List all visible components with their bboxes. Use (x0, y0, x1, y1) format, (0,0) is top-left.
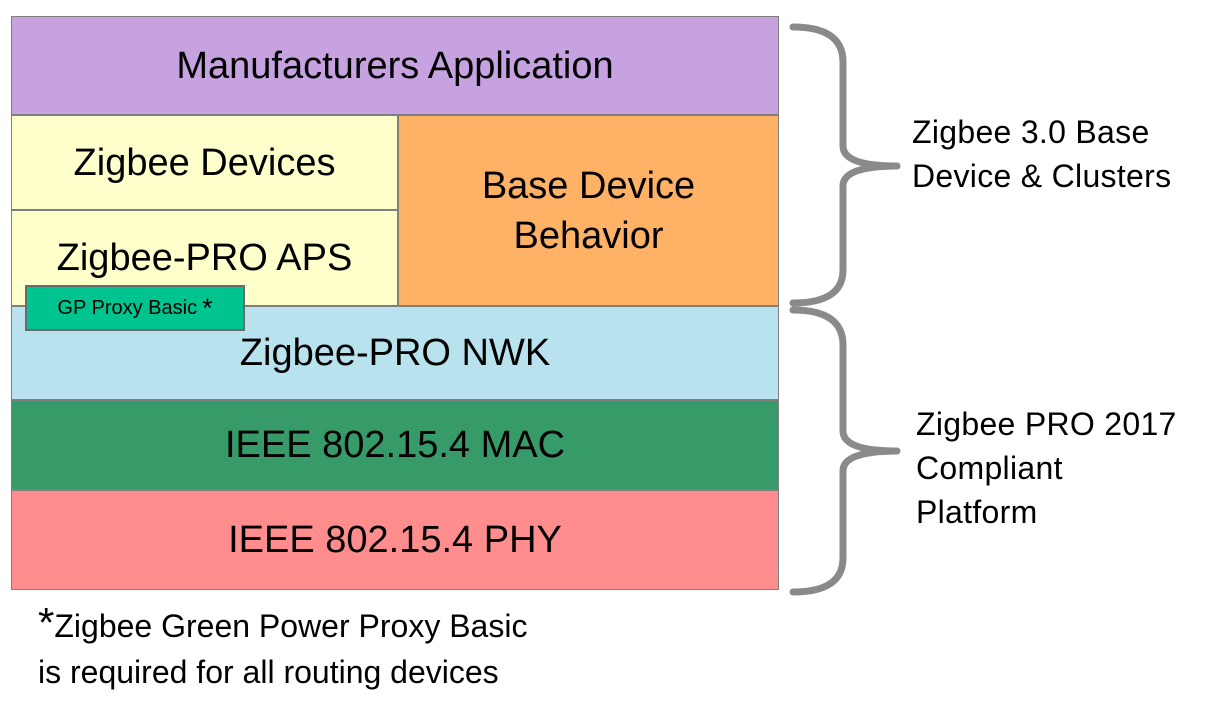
annotation-zigbee-3-0-base-device-clusters: Zigbee 3.0 Base Device & Clusters (912, 114, 1172, 194)
brace-zigbee-pro-2017 (789, 306, 901, 596)
annotation-zigbee-pro-2017-compliant-platform: Zigbee PRO 2017 Compliant Platform (916, 406, 1177, 530)
footnote: *Zigbee Green Power Proxy Basic is requi… (38, 600, 678, 695)
box-zigbee-pro-nwk: Zigbee-PRO NWK (11, 306, 779, 400)
box-ieee-802-15-4-mac: IEEE 802.15.4 MAC (11, 400, 779, 490)
box-ieee-802-15-4-phy: IEEE 802.15.4 PHY (11, 490, 779, 590)
gp-proxy-basic-asterisk: * (202, 293, 213, 323)
box-zigbee-devices: Zigbee Devices (11, 115, 398, 210)
box-gp-proxy-basic: GP Proxy Basic * (25, 285, 245, 331)
gp-proxy-basic-label: GP Proxy Basic (57, 297, 198, 319)
box-manufacturers-application: Manufacturers Application (11, 16, 779, 115)
brace-zigbee-3-0-base (789, 23, 901, 307)
box-base-device-behavior: Base Device Behavior (398, 115, 779, 306)
footnote-text: Zigbee Green Power Proxy Basic is requir… (38, 608, 528, 690)
footnote-asterisk: * (38, 599, 55, 646)
